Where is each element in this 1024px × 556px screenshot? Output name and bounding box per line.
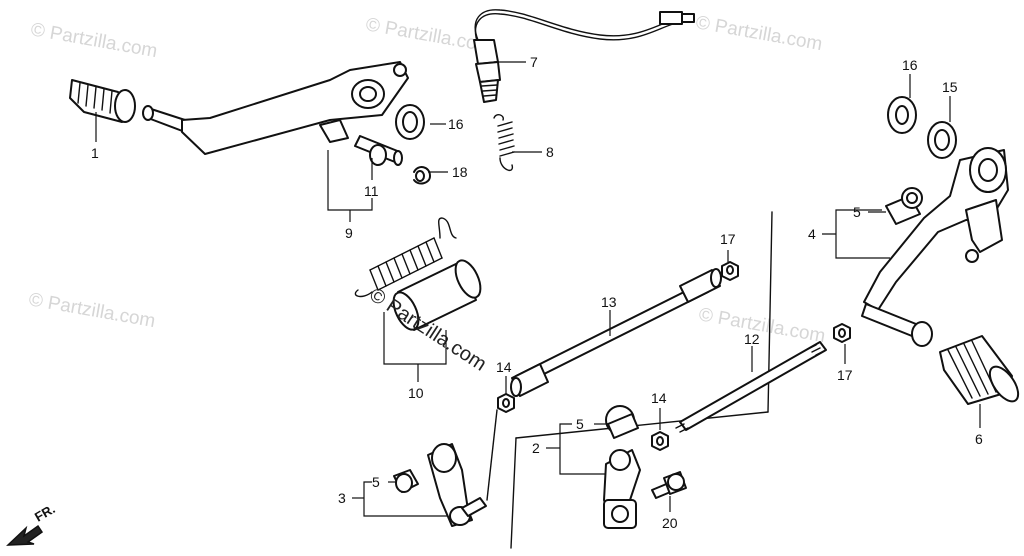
part-4-shift-pedal [861, 147, 1009, 347]
part-20-bolt [651, 471, 687, 499]
arrow-icon [6, 524, 44, 546]
callout-18: 18 [452, 164, 468, 180]
watermark: © Partzilla.com [694, 12, 824, 55]
callout-labels: 1 16 7 8 11 18 9 10 13 17 14 12 17 14 5 … [91, 54, 983, 531]
callout-16: 16 [902, 57, 918, 73]
part-5-bolt [885, 187, 923, 225]
part-3-shift-arm [393, 443, 487, 527]
callout-8: 8 [546, 144, 554, 160]
part-6-pedal-rubber [939, 335, 1020, 405]
part-5-bolt [605, 405, 639, 439]
watermark: © Partzilla.com [29, 19, 159, 62]
callout-9: 9 [345, 225, 353, 241]
part-15-washer [927, 121, 957, 159]
part-16-washer [395, 104, 425, 140]
separator-line [515, 411, 769, 439]
part-17-nut [833, 323, 851, 343]
callout-7: 7 [530, 54, 538, 70]
part-16-washer [887, 96, 917, 134]
callout-5: 5 [372, 474, 380, 490]
callout-5: 5 [853, 204, 861, 220]
part-10-return-spring [354, 217, 457, 298]
part-8-spring [493, 113, 515, 172]
part-11-pivot-bolt [354, 135, 403, 166]
part-14-nut [497, 393, 515, 413]
callout-17: 17 [720, 231, 736, 247]
part-18-clip [413, 166, 431, 185]
callout-16: 16 [448, 116, 464, 132]
callout-6: 6 [975, 431, 983, 447]
part-2-shift-arm [603, 449, 641, 529]
callout-1: 1 [91, 145, 99, 161]
callout-5: 5 [576, 416, 584, 432]
callout-14: 14 [496, 359, 512, 375]
callout-20: 20 [662, 515, 678, 531]
part-1-pedal-rubber [69, 79, 136, 123]
callout-leaders [95, 61, 981, 517]
callout-10: 10 [408, 385, 424, 401]
part-14-nut [651, 431, 669, 451]
separator-line [486, 409, 498, 501]
part-17-nut [721, 261, 739, 281]
callout-11: 11 [364, 183, 379, 199]
callout-13: 13 [601, 294, 617, 310]
watermark: © Partzilla.com [697, 304, 827, 347]
brake-pedal-arm [142, 61, 409, 155]
callout-12: 12 [744, 331, 760, 347]
watermark: © Partzilla.com [27, 289, 157, 332]
callout-3: 3 [338, 490, 346, 506]
callout-4: 4 [808, 226, 816, 242]
part-13-shift-rod [510, 268, 722, 397]
watermark: © Partzilla.com [364, 14, 494, 57]
callout-17: 17 [837, 367, 853, 383]
direction-label: FR. [32, 501, 58, 524]
part-10-collar [392, 259, 482, 331]
callout-2: 2 [532, 440, 540, 456]
callout-14: 14 [651, 390, 667, 406]
front-direction-arrow: FR. [6, 501, 58, 546]
callout-15: 15 [942, 79, 958, 95]
part-12-shift-rod [675, 341, 827, 433]
separator-line [510, 437, 517, 549]
part-7-brake-switch [473, 9, 695, 103]
